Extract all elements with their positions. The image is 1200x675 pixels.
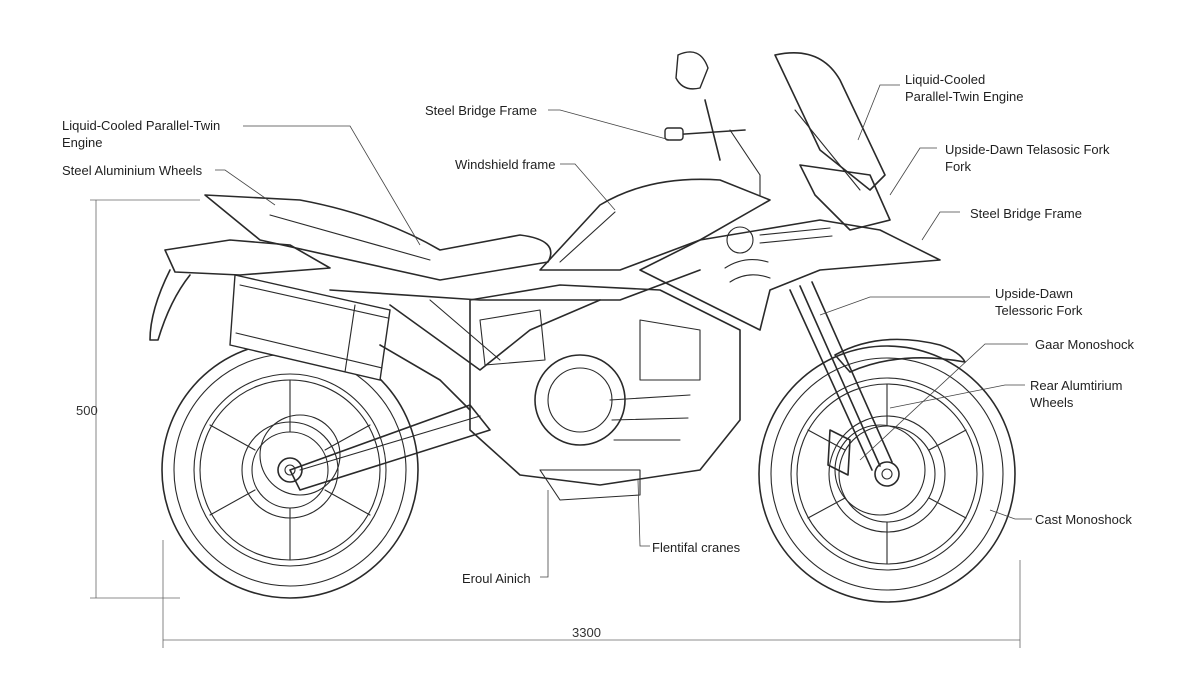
- front-brake-disc: [827, 424, 926, 516]
- height-dimension: [90, 199, 200, 599]
- engine: [469, 284, 741, 501]
- front-fork: [789, 281, 966, 471]
- label-left-engine: Liquid-Cooled Parallel-Twin Engine: [62, 118, 221, 150]
- seat: [204, 194, 552, 281]
- rear-wheel: [161, 341, 419, 599]
- label-right-monoshock: Gaar Monoshock: [1035, 337, 1134, 352]
- label-right-frame: Steel Bridge Frame: [970, 206, 1082, 221]
- label-right-rear-wheels: Rear Alumtirium Wheels: [1030, 378, 1123, 410]
- label-top-frame: Steel Bridge Frame: [425, 103, 537, 118]
- handlebar: [664, 51, 761, 196]
- exhaust: [229, 274, 471, 411]
- label-bottom-mid: Flentifal cranes: [652, 540, 741, 555]
- windshield: [774, 51, 891, 231]
- label-right-fork-top: Upside-Dawn Telasosic Fork Fork: [945, 142, 1110, 174]
- tail-section: [149, 239, 331, 341]
- label-bottom-left: Eroul Ainich: [462, 571, 531, 586]
- label-right-fork-mid: Upside-Dawn Telessoric Fork: [995, 286, 1083, 318]
- swingarm: [289, 404, 491, 491]
- label-top-windshield: Windshield frame: [455, 157, 556, 172]
- height-dimension-value: 500: [76, 403, 98, 418]
- rear-brake-disc: [259, 414, 341, 496]
- side-fairing: [639, 219, 941, 331]
- label-right-engine: Liquid-Cooled Parallel-Twin Engine: [905, 72, 1024, 104]
- leader-lines: [215, 84, 1032, 578]
- label-left-wheels: Steel Aluminium Wheels: [62, 163, 203, 178]
- frame: [329, 269, 701, 371]
- length-dimension: [162, 540, 1021, 648]
- length-dimension-value: 3300: [572, 625, 601, 640]
- fuel-tank: [539, 178, 771, 271]
- front-wheel: [758, 345, 1016, 603]
- label-right-cast: Cast Monoshock: [1035, 512, 1132, 527]
